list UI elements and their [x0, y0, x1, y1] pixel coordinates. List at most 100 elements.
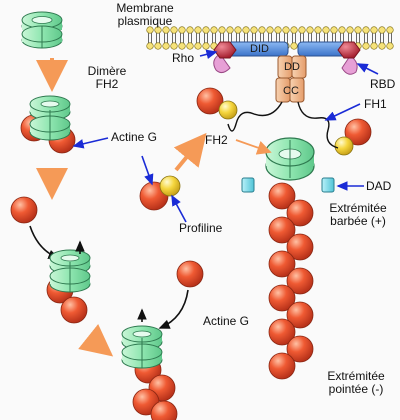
blue-pointer-fh1: [324, 103, 361, 121]
blue-pointer-actine-g-1: [72, 137, 109, 149]
lipid-head: [202, 26, 210, 34]
lipid-head: [210, 26, 218, 34]
filament-actin-subunit: [268, 250, 296, 278]
label-actine-g-1: Actine G: [111, 130, 158, 144]
filament-actin-subunit: [268, 318, 296, 346]
domain-cc-label: CC: [283, 85, 299, 97]
fh2-dimer-elongating-2: [121, 325, 178, 420]
lipid-head: [386, 26, 394, 34]
label-barbed-end: Extrémitée barbée (+): [320, 202, 396, 228]
actin-filament: [268, 182, 314, 380]
actin-monomer-free-2: [176, 260, 204, 288]
label-rbd: RBD: [370, 77, 396, 91]
lipid-head: [250, 26, 258, 34]
lipid-head: [274, 26, 282, 34]
black-arrow-curve-2: [158, 289, 189, 329]
lipid-head: [346, 26, 354, 34]
profilin-actin-complex: [139, 175, 181, 211]
lipid-head: [370, 42, 378, 50]
filament-actin-subunit: [286, 301, 314, 329]
fh2-ring-barbed: [265, 137, 315, 181]
filament-actin-subunit: [268, 284, 296, 312]
lipid-head: [290, 42, 298, 50]
label-barbed-line1: Extrémitée: [329, 201, 387, 215]
lipid-head: [386, 42, 394, 50]
lipid-head: [290, 26, 298, 34]
label-membrane-line2: plasmique: [117, 14, 173, 28]
lipid-head: [162, 26, 170, 34]
lipid-head: [362, 42, 370, 50]
lipid-head: [338, 26, 346, 34]
lipid-head: [306, 26, 314, 34]
label-profiline: Profiline: [179, 221, 223, 235]
filament-actin-subunit: [286, 335, 314, 363]
label-barbed-line2: barbée (+): [330, 214, 386, 228]
lipid-head: [154, 26, 162, 34]
lipid-head: [170, 26, 178, 34]
orange-arrow-3: [78, 324, 114, 357]
label-membrane: Membrane plasmique: [110, 2, 180, 28]
lipid-head: [242, 26, 250, 34]
lipid-head: [146, 26, 154, 34]
lipid-head: [186, 42, 194, 50]
formin-n-terminal-domains: [213, 41, 361, 103]
lipid-head: [226, 26, 234, 34]
orange-pointer-fh2: [235, 139, 272, 155]
label-pointed-line1: Extrémitée: [327, 369, 385, 383]
orange-arrow-4: [173, 132, 207, 172]
lipid-head: [322, 26, 330, 34]
fh2-dimer-free: [21, 11, 63, 49]
lipid-head: [330, 26, 338, 34]
blue-pointer-rho: [199, 49, 218, 59]
label-dimere: Dimère FH2: [82, 65, 132, 91]
lipid-head: [194, 42, 202, 50]
lipid-head: [298, 26, 306, 34]
label-actine-g-2: Actine G: [203, 314, 250, 328]
fh2-dimer-elongating-1: [46, 249, 91, 324]
blue-pointer-profiline: [171, 194, 187, 223]
lipid-head: [354, 26, 362, 34]
fh1-bound-profilin-actin-right: [334, 118, 372, 156]
label-fh2: FH2: [205, 133, 228, 147]
lipid-head: [314, 26, 322, 34]
label-pointed-end: Extrémitée pointée (-): [316, 370, 396, 396]
lipid-head: [202, 42, 210, 50]
lipid-head: [154, 42, 162, 50]
blue-pointer-rbd: [356, 63, 379, 75]
label-dimere-line1: Dimère: [87, 64, 127, 78]
label-rho: Rho: [172, 51, 195, 65]
lipid-head: [186, 26, 194, 34]
lipid-head: [194, 26, 202, 34]
lipid-head: [378, 26, 386, 34]
lipid-head: [370, 26, 378, 34]
blue-pointer-actine-g-2: [141, 155, 154, 186]
lipid-head: [146, 42, 154, 50]
lipid-head: [282, 26, 290, 34]
lipid-head: [170, 42, 178, 50]
domain-did-label: DID: [250, 43, 269, 55]
lipid-head: [218, 26, 226, 34]
filament-actin-subunit: [268, 182, 296, 210]
filament-actin-subunit: [286, 233, 314, 261]
filament-actin-subunit: [286, 199, 314, 227]
actin-monomer-free-1: [10, 196, 38, 224]
fh1-bound-profilin-actin: [196, 87, 238, 120]
label-fh1: FH1: [364, 97, 387, 111]
lipid-head: [266, 26, 274, 34]
lipid-head: [378, 42, 386, 50]
fh2-dimer-with-actin: [20, 95, 76, 154]
label-membrane-line1: Membrane: [116, 1, 174, 15]
filament-actin-subunit: [268, 216, 296, 244]
label-pointed-line2: pointée (-): [328, 382, 384, 396]
label-dimere-line2: FH2: [95, 77, 119, 91]
dad-domains: [241, 177, 335, 193]
lipid-head: [162, 42, 170, 50]
filament-actin-subunit: [286, 267, 314, 295]
label-dad: DAD: [366, 179, 392, 193]
fh1-linker-left: [227, 101, 283, 132]
lipid-head: [362, 26, 370, 34]
lipid-head: [258, 26, 266, 34]
domain-dd-label: DD: [284, 61, 300, 73]
